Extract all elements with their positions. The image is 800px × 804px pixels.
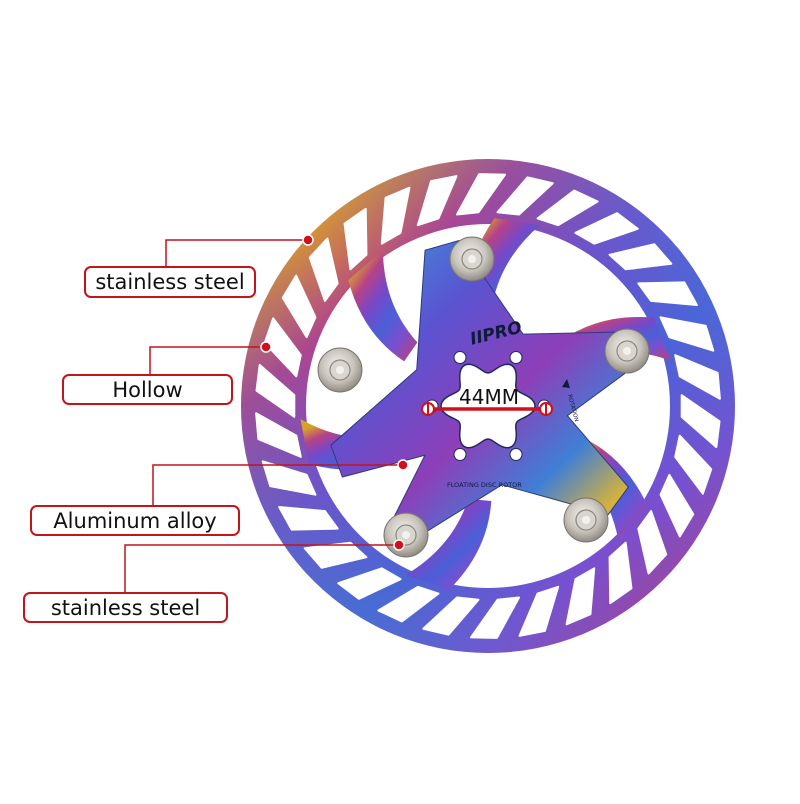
rim-slot: [608, 541, 633, 605]
callout-dots: [260, 234, 409, 551]
callout-leaders: [124, 239, 402, 592]
center-hole: [440, 363, 536, 449]
rim-slot: [337, 567, 402, 600]
rim-slots: [255, 173, 721, 639]
rim-slot: [608, 243, 673, 271]
rim-slot: [574, 212, 639, 245]
rivets: [317, 236, 650, 558]
rim-slot: [308, 237, 339, 302]
rim-slot: [637, 510, 668, 575]
measurement-label: 44MM: [459, 385, 519, 409]
rotation-arrow-icon: [562, 379, 570, 388]
callout-dot: [397, 459, 409, 471]
callout-dot: [260, 341, 272, 353]
rim-slot: [674, 354, 721, 400]
rim-slot: [278, 505, 339, 531]
callout-dot: [393, 539, 405, 551]
leader-line-stainless-steel-bottom: [124, 544, 398, 592]
rim-slot: [455, 173, 506, 216]
rim-slot: [565, 567, 596, 626]
mount-hole: [453, 447, 467, 461]
leader-line-aluminum: [152, 464, 402, 505]
rivet: [449, 236, 495, 282]
rim-slot: [674, 434, 713, 495]
callout-stainless-steel-top: stainless steel: [84, 266, 256, 298]
rim-slot: [496, 176, 554, 216]
rivet: [317, 347, 363, 393]
rim-slot: [377, 585, 440, 623]
callout-aluminum-alloy: Aluminum alloy: [30, 505, 240, 536]
mount-hole: [453, 351, 467, 365]
rim-slot: [263, 317, 302, 378]
rim-slot: [536, 189, 599, 227]
rim-slot: [470, 596, 521, 639]
rotor-arm: [348, 250, 418, 362]
callout-stainless-steel-bottom: stainless steel: [23, 592, 228, 623]
aluminum-spider: [330, 239, 641, 538]
rim-slot: [343, 207, 368, 271]
mount-hole: [509, 351, 523, 365]
rim-slot: [659, 473, 695, 538]
rim-slot: [422, 596, 480, 636]
rivet: [563, 497, 609, 543]
rim-slot: [416, 175, 458, 227]
rim-slot: [261, 460, 317, 496]
measurement-marker: 44MM: [421, 385, 553, 416]
callout-hollow: Hollow: [62, 374, 233, 405]
callout-dot: [302, 234, 314, 246]
rim-slot: [637, 281, 698, 307]
rivet: [383, 512, 429, 558]
rim-slot: [255, 363, 296, 418]
spider-text: FLOATING DISC ROTOR: [447, 481, 522, 489]
rim-slot: [255, 412, 302, 458]
rim-slot: [680, 394, 721, 449]
rivet: [604, 328, 650, 374]
rim-slot: [303, 541, 368, 569]
rim-slot: [659, 316, 715, 352]
rim-slot: [281, 274, 317, 339]
rim-slot: [380, 186, 411, 245]
leader-line-hollow: [149, 346, 265, 374]
mount-hole: [509, 447, 523, 461]
leader-line-stainless-steel-top: [165, 239, 307, 266]
rim-slot: [518, 585, 560, 637]
rotor-arm: [405, 498, 492, 590]
